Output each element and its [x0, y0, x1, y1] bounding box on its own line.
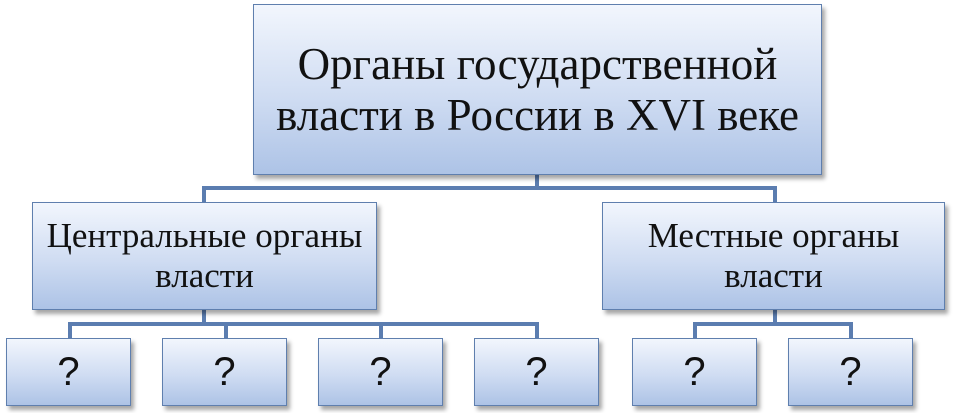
central-child-node-3: ? — [318, 338, 443, 406]
root-node-label: Органы государственной власти в России в… — [276, 38, 799, 140]
local-child-node-2: ? — [788, 338, 913, 406]
central-child-label-3: ? — [369, 349, 392, 394]
central-child-node-2: ? — [162, 338, 287, 406]
root-node: Органы государственной власти в России в… — [253, 4, 822, 175]
central-child-label-2: ? — [213, 349, 236, 394]
central-authorities-node: Центральные органы власти — [32, 202, 377, 310]
local-child-label-1: ? — [683, 349, 706, 394]
local-child-node-1: ? — [632, 338, 757, 406]
local-child-label-2: ? — [839, 349, 862, 394]
central-child-node-4: ? — [474, 338, 599, 406]
central-child-node-1: ? — [6, 338, 131, 406]
local-authorities-label: Местные органы власти — [647, 216, 900, 295]
local-authorities-node: Местные органы власти — [602, 202, 945, 310]
central-child-label-4: ? — [525, 349, 548, 394]
central-child-label-1: ? — [57, 349, 80, 394]
central-authorities-label: Центральные органы власти — [46, 216, 363, 295]
